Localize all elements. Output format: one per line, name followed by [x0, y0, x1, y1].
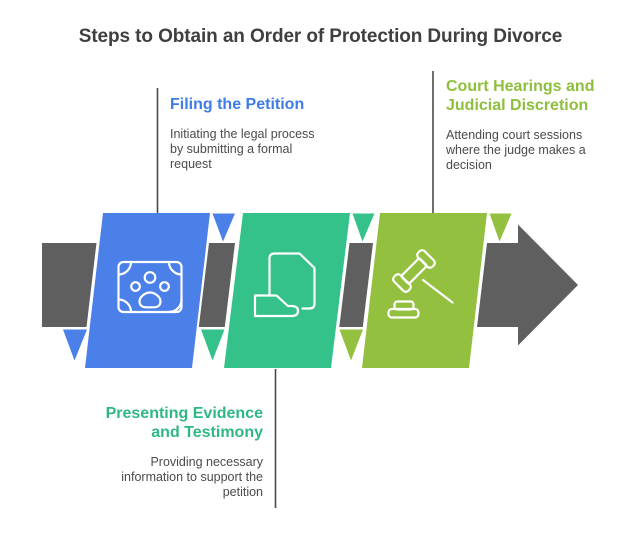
- step3-fold-bottom-left: [339, 329, 363, 361]
- arrow-tail: [42, 243, 97, 327]
- step2-heading: Presenting Evidence and Testimony: [63, 404, 263, 442]
- step1-callout: Filing the Petition Initiating the legal…: [170, 95, 360, 172]
- step3-banner: [362, 213, 487, 368]
- step3-description: Attending court sessions where the judge…: [446, 128, 631, 173]
- paw-certificate-icon: [117, 260, 183, 314]
- step3-callout: Court Hearings and Judicial Discretion A…: [446, 77, 631, 173]
- step2-banner: [224, 213, 350, 368]
- step3-heading: Court Hearings and Judicial Discretion: [446, 77, 631, 115]
- step3-heading-line: Judicial Discretion: [446, 97, 589, 114]
- arrow-head: [477, 224, 578, 346]
- step1-heading-line: Filing the Petition: [170, 96, 305, 113]
- step1-fold-bottom-left: [63, 329, 87, 361]
- step3-description-line: where the judge makes a: [446, 143, 586, 157]
- hand-document-icon: [253, 252, 316, 318]
- gavel-icon: [387, 249, 454, 319]
- step1-banner: [85, 213, 210, 368]
- step1-heading: Filing the Petition: [170, 95, 360, 114]
- step2-description-line: Providing necessary: [150, 455, 263, 469]
- step2-heading-line: and Testimony: [151, 424, 263, 441]
- step3-description-line: decision: [446, 158, 492, 172]
- step1-description-line: by submitting a formal: [170, 142, 293, 156]
- step3-heading-line: Court Hearings and: [446, 78, 595, 95]
- step2-description-line: information to support the: [121, 470, 263, 484]
- page-title: Steps to Obtain an Order of Protection D…: [78, 26, 563, 47]
- arrow-segment-1: [198, 243, 235, 327]
- step2-description: Providing necessary information to suppo…: [63, 455, 263, 500]
- step2-callout: Presenting Evidence and Testimony Provid…: [63, 404, 263, 500]
- step3-description-line: Attending court sessions: [446, 128, 583, 142]
- step2-fold-top-right: [352, 213, 375, 242]
- step2-description-line: petition: [222, 485, 263, 499]
- step1-description-line: request: [170, 157, 212, 171]
- arrow-segment-2: [339, 243, 373, 327]
- step2-heading-line: Presenting Evidence: [105, 405, 263, 422]
- step3-fold-top-right: [489, 213, 512, 242]
- step2-fold-bottom-left: [201, 329, 225, 361]
- step1-description: Initiating the legal process by submitti…: [170, 127, 360, 172]
- step1-fold-top-right: [212, 213, 235, 242]
- step1-description-line: Initiating the legal process: [170, 127, 315, 141]
